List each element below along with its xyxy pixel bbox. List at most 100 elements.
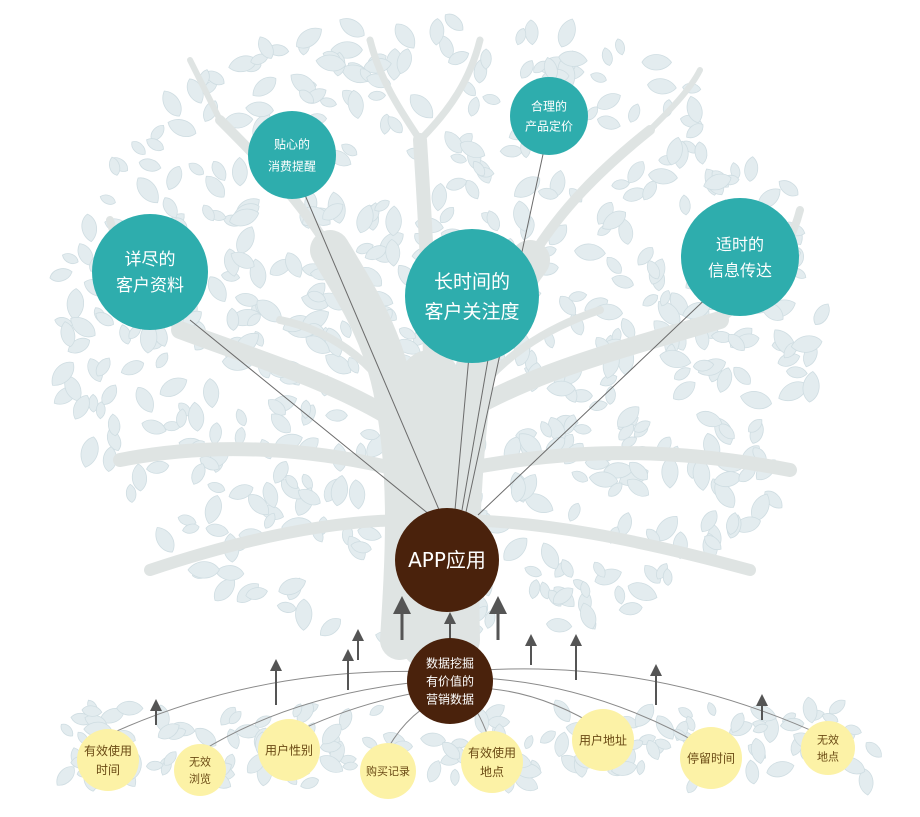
leaf	[601, 47, 613, 66]
leaf	[262, 481, 279, 509]
leaf	[679, 194, 691, 216]
data-node-user-gender-label: 用户性别	[265, 742, 313, 757]
leaf	[150, 125, 165, 141]
leaf	[858, 768, 874, 796]
leaf	[207, 482, 226, 493]
leaf	[299, 89, 314, 104]
leaf	[686, 123, 704, 139]
leaf	[234, 293, 260, 307]
leaf	[155, 527, 175, 553]
leaf	[70, 317, 96, 338]
leaf	[510, 475, 526, 503]
app-node-circle	[395, 508, 499, 612]
value-node-reminder-label: 消费提醒	[268, 158, 316, 173]
leaf	[546, 618, 573, 633]
leaf	[146, 138, 164, 152]
leaf	[445, 177, 468, 191]
leaf	[778, 180, 799, 197]
leaf	[626, 478, 649, 497]
leaf	[704, 535, 722, 551]
leaf	[307, 290, 327, 303]
leaf	[813, 303, 830, 325]
value-node-timely-info-circle	[681, 198, 799, 316]
leaf	[252, 76, 277, 97]
leaf	[654, 738, 672, 750]
leaf	[467, 96, 480, 117]
leaf	[188, 401, 205, 432]
data-node-user-gender-circle	[258, 719, 320, 781]
leaf	[442, 742, 461, 760]
leaf	[674, 367, 691, 381]
data-node-invalid-place-label: 无效	[817, 732, 839, 746]
value-node-reminder-label: 贴心的	[274, 136, 310, 151]
leaf	[77, 243, 94, 266]
leaf	[202, 204, 215, 222]
leaf	[396, 48, 412, 75]
leaf	[662, 568, 673, 586]
leaf	[322, 723, 342, 745]
leaf	[315, 54, 347, 72]
leaf	[273, 461, 289, 484]
leaf	[450, 153, 467, 164]
leaf	[385, 205, 402, 237]
leaf	[211, 161, 227, 181]
leaf	[733, 366, 751, 385]
leaf	[360, 429, 380, 440]
leaf	[543, 57, 558, 81]
leaf	[248, 494, 269, 515]
value-node-customer-profile-circle	[92, 214, 208, 330]
leaf	[627, 582, 658, 601]
leaf	[204, 495, 222, 525]
leaf	[330, 474, 348, 507]
leaf	[568, 502, 581, 522]
leaf	[540, 730, 556, 744]
leaf	[245, 101, 274, 118]
leaf	[642, 294, 659, 307]
leaf	[263, 512, 276, 529]
leaf	[744, 156, 759, 182]
leaf	[285, 475, 298, 489]
leaf	[448, 51, 470, 65]
leaf	[60, 723, 74, 737]
leaf	[427, 760, 442, 783]
leaf	[829, 699, 846, 715]
leaf	[305, 335, 330, 354]
leaf	[572, 424, 592, 435]
leaf	[588, 400, 608, 411]
leaf	[785, 366, 808, 379]
leaf	[349, 479, 366, 510]
leaf	[107, 413, 121, 437]
mining-node-label: 数据挖掘	[426, 655, 474, 670]
leaf	[350, 541, 372, 554]
leaf	[666, 136, 683, 166]
leaf	[49, 268, 73, 282]
leaf	[524, 735, 534, 750]
value-node-customer-profile-label: 客户资料	[116, 276, 184, 296]
leaf	[700, 510, 718, 533]
leaf	[553, 587, 574, 605]
data-node-stay-time-label: 停留时间	[687, 750, 735, 765]
value-node-pricing-label: 合理的	[531, 98, 567, 113]
mining-node-circle	[407, 638, 493, 724]
leaf	[659, 290, 671, 307]
leaf	[364, 245, 387, 260]
leaf	[553, 699, 571, 723]
leaf	[766, 761, 795, 778]
leaf	[431, 182, 447, 212]
leaf	[235, 408, 247, 427]
leaf	[157, 723, 180, 740]
leaf	[342, 761, 359, 771]
leaf	[80, 436, 99, 468]
leaf	[482, 94, 501, 105]
leaf	[120, 360, 145, 376]
leaf	[276, 601, 297, 613]
leaf	[394, 23, 416, 49]
leaf	[444, 13, 464, 31]
leaf	[659, 349, 692, 369]
leaf	[66, 288, 85, 321]
leaf	[726, 512, 740, 535]
leaf	[138, 158, 162, 172]
